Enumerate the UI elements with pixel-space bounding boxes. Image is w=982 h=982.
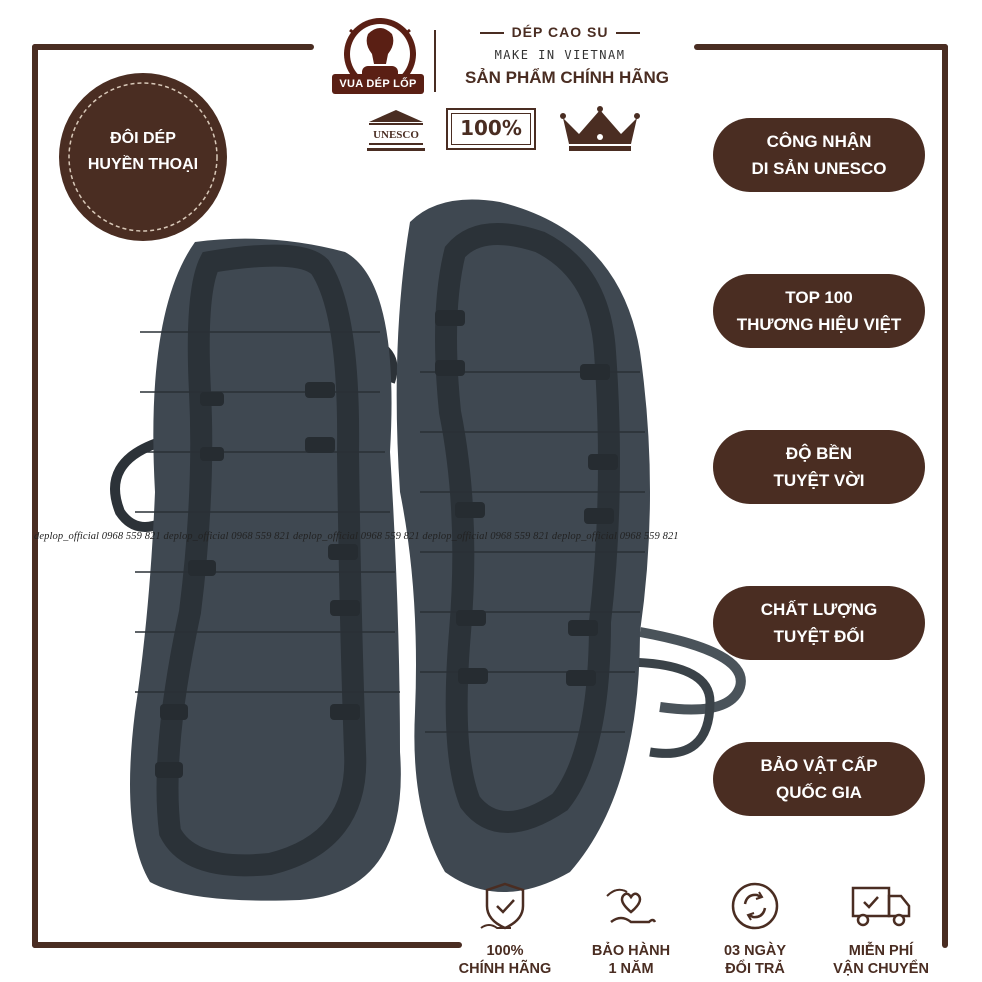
brand-make-label: MAKE IN VIETNAM — [494, 48, 626, 62]
unesco-icon: UNESCO — [367, 110, 425, 151]
round-badge-line2: HUYỀN THOẠI — [87, 156, 199, 173]
frame-top-left — [32, 44, 314, 50]
percent-label: 100% — [460, 116, 522, 140]
pill-quality: CHẤT LƯỢNG TUYỆT ĐỐI — [713, 586, 925, 660]
pill-durability: ĐỘ BỀN TUYỆT VỜI — [713, 430, 925, 504]
watermark-text: deplop_official 0968 559 821 deplop_offi… — [34, 531, 679, 542]
frame-left — [32, 44, 38, 948]
frame-right — [942, 44, 948, 948]
feature-authentic: 100% CHÍNH HÃNG — [446, 878, 564, 978]
brand-logo-icon — [344, 18, 416, 90]
product-photo — [110, 199, 746, 901]
round-badge-line1: ĐÔI DÉP — [110, 130, 176, 147]
feature-return: 03 NGÀY ĐỔI TRẢ — [696, 878, 814, 978]
pill-unesco: CÔNG NHẬN DI SẢN UNESCO — [713, 118, 925, 192]
delivery-truck-icon — [851, 886, 911, 927]
pill-top100: TOP 100 THƯƠNG HIỆU VIỆT — [713, 274, 925, 348]
frame-bottom-left — [32, 942, 462, 948]
brand-top-label: DÉP CAO SU — [460, 24, 660, 40]
unesco-label: UNESCO — [373, 129, 419, 141]
pill-national-treasure: BẢO VẬT CẤP QUỐC GIA — [713, 742, 925, 816]
refresh-cycle-icon — [731, 882, 779, 930]
percent-badge: 100% — [446, 108, 536, 150]
round-badge — [59, 73, 227, 241]
frame-top-right — [694, 44, 948, 50]
feature-warranty: BẢO HÀNH 1 NĂM — [572, 878, 690, 978]
hand-heart-icon — [606, 888, 657, 924]
logo-text: VUA DÉP LỐP — [332, 74, 424, 94]
feature-shipping: MIỄN PHÍ VẬN CHUYỂN — [822, 878, 940, 978]
header-divider — [434, 30, 436, 92]
brand-main-label: SẢN PHẨM CHÍNH HÃNG — [465, 68, 669, 87]
feature-warranty-label: BẢO HÀNH 1 NĂM — [591, 943, 671, 977]
round-badge-text: ĐÔI DÉP HUYỀN THOẠI — [58, 126, 228, 178]
feature-authentic-label: 100% CHÍNH HÃNG — [458, 943, 552, 977]
shield-check-icon — [480, 882, 525, 930]
feature-return-label: 03 NGÀY ĐỔI TRẢ — [723, 943, 787, 977]
percent-badge-inner — [451, 113, 531, 145]
crown-icon — [560, 106, 640, 151]
feature-shipping-label: MIỄN PHÍ VẬN CHUYỂN — [833, 943, 929, 977]
